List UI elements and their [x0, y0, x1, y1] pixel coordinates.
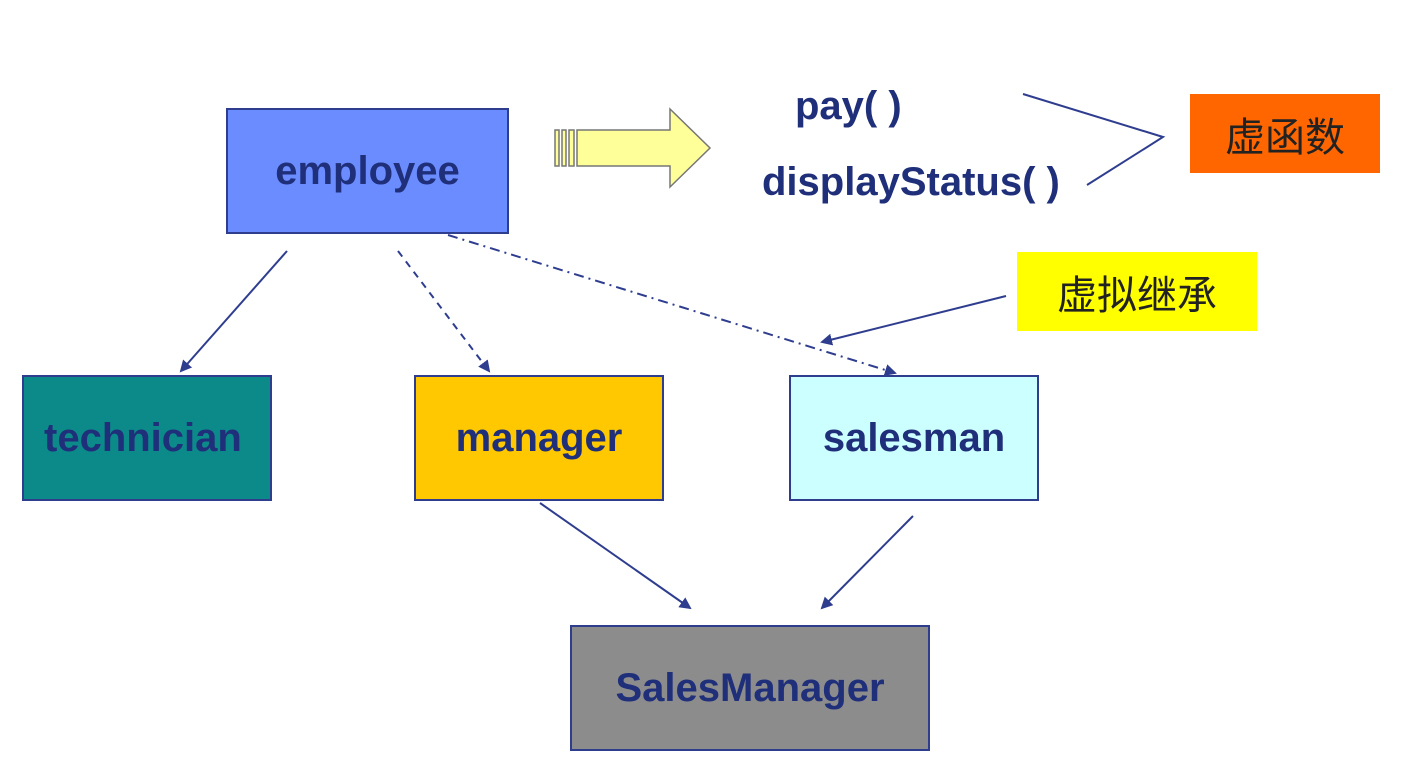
- virtual-function-label: 虚函数: [1190, 94, 1380, 173]
- class-manager-label: manager: [455, 415, 623, 460]
- class-manager: manager: [414, 375, 664, 501]
- virtual-inheritance-label: 虚拟继承: [1017, 252, 1257, 331]
- edge-employee-technician: [179, 250, 288, 373]
- class-technician: technician: [22, 375, 272, 501]
- class-salesman: salesman: [789, 375, 1039, 501]
- class-employee-label: employee: [275, 148, 460, 193]
- class-salesmanager-label: SalesManager: [615, 665, 885, 710]
- edge-manager-salesmanager: [539, 502, 692, 610]
- method-pay: pay( ): [795, 84, 902, 128]
- edge-virtual-inheritance-callout: [820, 295, 1007, 346]
- class-employee: employee: [226, 108, 509, 234]
- method-display-status: displayStatus( ): [762, 160, 1060, 204]
- virtual-function-text: 虚函数: [1225, 114, 1345, 161]
- block-arrow-icon: [554, 107, 712, 189]
- edge-employee-salesman: [447, 234, 897, 376]
- edge-employee-manager: [397, 250, 491, 373]
- class-technician-label: technician: [44, 415, 242, 460]
- virtual-inheritance-text: 虚拟继承: [1057, 272, 1217, 319]
- class-salesman-label: salesman: [822, 415, 1006, 460]
- edge-salesman-salesmanager: [820, 515, 914, 610]
- methods-brace: [1022, 93, 1166, 186]
- class-salesmanager: SalesManager: [570, 625, 930, 751]
